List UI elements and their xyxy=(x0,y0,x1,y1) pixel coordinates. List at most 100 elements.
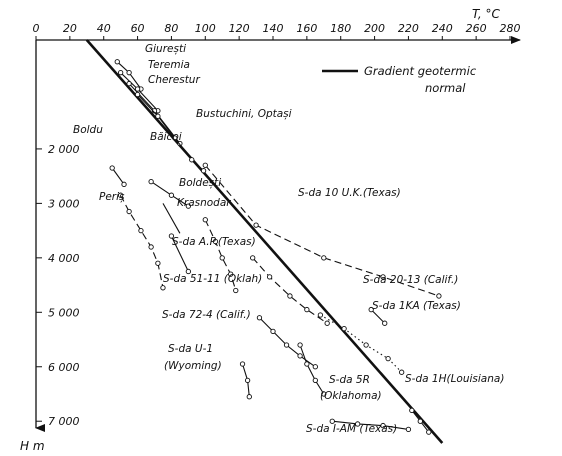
label-sda-72-4: S-da 72-4 (Calif.) xyxy=(162,309,251,321)
series-point-peris-0 xyxy=(117,192,124,198)
legend: Gradient geotermic normal xyxy=(322,64,477,95)
series-point-baicoi-1 xyxy=(168,192,175,198)
label-sda-u1-line2: (Wyoming) xyxy=(164,360,222,372)
series-point-s-da-u-1-wyoming-0 xyxy=(239,361,246,367)
series-point-teremia-1 xyxy=(134,86,141,92)
label-sda-5r-line1: S-da 5R xyxy=(329,374,370,386)
x-tick-label-160: 160 xyxy=(296,22,317,35)
series-point-s-da-10-u-k-texas-2 xyxy=(321,255,327,261)
series-point-s-da-1ka-texas-0 xyxy=(317,312,324,318)
label-sda-51-11: S-da 51-11 (Oklah) xyxy=(163,273,262,285)
series-point-baicoi-2 xyxy=(185,203,192,209)
label-sda-20-13: S-da 20-13 (Calif.) xyxy=(363,274,458,286)
x-tick-label-40: 40 xyxy=(97,22,111,35)
series-point-s-da-10-u-k-texas-1 xyxy=(253,222,259,228)
x-tick-label-60: 60 xyxy=(131,22,145,35)
series-point-boldu-0 xyxy=(109,165,115,171)
label-sda-10uk-texas: S-da 10 U.K.(Texas) xyxy=(298,187,401,199)
series-point-s-da-72-4-calif-3 xyxy=(297,353,303,359)
series-point-s-da-72-4-calif-0 xyxy=(256,315,263,321)
series-point-s-da-51-11-oklah-0 xyxy=(250,255,256,261)
legend-label-line2: normal xyxy=(425,81,466,95)
series-point-s-da-5r-oklahoma-0 xyxy=(297,342,303,348)
x-tick-label-180: 180 xyxy=(330,22,351,35)
series-point-peris-4 xyxy=(155,260,161,266)
series-point-peris-2 xyxy=(138,227,144,234)
series-point-krasnodar-1 xyxy=(185,268,192,275)
y-tick-label-3000: 3 000 xyxy=(48,197,80,210)
y-tick-label-2000: 2 000 xyxy=(48,143,80,156)
series-point-s-da-u-1-wyoming-1 xyxy=(244,377,251,384)
y-tick-label-7000: 7 000 xyxy=(48,415,80,428)
x-tick-label-120: 120 xyxy=(229,22,250,35)
label-sda-1ka: S-da 1KA (Texas) xyxy=(372,300,461,312)
series-point-s-da-i-am-texas-1 xyxy=(354,421,361,427)
series-point-s-da-1ka-texas-3 xyxy=(385,355,391,362)
series-point-s-da-72-4-calif-2 xyxy=(283,342,290,348)
series-line-s-da-51-11-oklah xyxy=(252,257,328,324)
series-point-s-da-10-u-k-texas-0 xyxy=(202,162,208,168)
label-giuresti: Giurești xyxy=(145,43,186,55)
series-line-boldesti xyxy=(162,203,181,234)
series-point-peris-3 xyxy=(148,244,154,250)
series-point-s-da-51-11-oklah-2 xyxy=(287,293,293,299)
series-point-krasnodar-0 xyxy=(168,233,175,239)
series-point-s-da-a-p-texas-2 xyxy=(219,255,225,261)
label-baicoi: Băicoi xyxy=(150,131,182,143)
series-point-s-da-5r-oklahoma-1 xyxy=(304,361,310,367)
label-teremia: Teremia xyxy=(148,59,190,71)
series-point-s-da-1ka-texas-1 xyxy=(341,325,347,332)
series-point-s-da-51-11-oklah-3 xyxy=(304,306,310,313)
x-tick-label-220: 220 xyxy=(398,22,419,35)
series-point-cherestur-0 xyxy=(126,80,132,87)
label-krasnodar: Krasnodar xyxy=(177,197,231,209)
series-point-s-da-i-am-texas-3 xyxy=(405,426,412,433)
series-point-s-da-1h-louisiana-1 xyxy=(417,418,423,424)
label-bustuchini: Bustuchini, Optași xyxy=(196,108,292,120)
series-line-krasnodar xyxy=(170,235,189,272)
series-point-teremia-0 xyxy=(117,70,124,76)
series-point-bustuchini-optasi-0 xyxy=(134,91,141,98)
x-tick-label-20: 20 xyxy=(63,22,77,35)
label-cherestur: Cherestur xyxy=(148,74,200,86)
legend-label-line1: Gradient geotermic xyxy=(364,64,477,78)
label-sda-1h: S-da 1H(Louisiana) xyxy=(405,373,504,385)
label-sda-u1-line1: S-da U-1 xyxy=(168,343,213,355)
normal-gradient-line xyxy=(85,39,444,444)
series-point-s-da-10-u-k-texas-4 xyxy=(436,293,442,299)
y-tick-label-4000: 4 000 xyxy=(48,252,80,265)
x-tick-label-100: 100 xyxy=(195,22,216,35)
series-line-s-da-i-am-texas xyxy=(332,420,409,430)
series-point-s-da-1h-louisiana-2 xyxy=(426,429,432,435)
x-tick-label-80: 80 xyxy=(164,22,178,35)
series-point-s-da-i-am-texas-0 xyxy=(329,418,335,424)
series-line-s-da-1ka-texas xyxy=(320,314,403,373)
series-point-s-da-72-4-calif-4 xyxy=(312,364,318,370)
label-boldu: Boldu xyxy=(73,124,103,136)
series-point-s-da-5r-oklahoma-3 xyxy=(321,391,327,397)
label-sda-5r-line2: (Oklahoma) xyxy=(320,390,382,402)
series-point-s-da-a-p-texas-1 xyxy=(212,238,219,245)
series-point-s-da-u-1-wyoming-2 xyxy=(246,394,252,400)
series-point-s-da-a-p-texas-3 xyxy=(228,271,234,277)
series-point-s-da-i-am-texas-2 xyxy=(380,422,386,429)
series-line-s-da-5r-oklahoma xyxy=(299,344,325,395)
label-peris: Periș xyxy=(99,191,125,203)
x-tick-label-140: 140 xyxy=(263,22,284,35)
y-axis-title: H m xyxy=(20,439,45,453)
x-tick-label-200: 200 xyxy=(364,22,385,35)
series-point-giuresti-0 xyxy=(114,59,120,65)
x-axis-title: T, °C xyxy=(472,7,501,21)
series-line-s-da-72-4-calif xyxy=(259,317,316,368)
series-point-peris-5 xyxy=(160,285,166,291)
series-point-s-da-a-p-texas-4 xyxy=(233,287,239,294)
series-point-s-da-51-11-oklah-4 xyxy=(324,320,330,326)
series-line-peris xyxy=(120,194,164,288)
series-point-s-da-1ka-texas-4 xyxy=(399,369,405,375)
series-point-s-da-1ka-texas-2 xyxy=(363,342,369,348)
series-point-boldu-1 xyxy=(121,181,127,187)
series-line-boldu xyxy=(111,167,125,185)
